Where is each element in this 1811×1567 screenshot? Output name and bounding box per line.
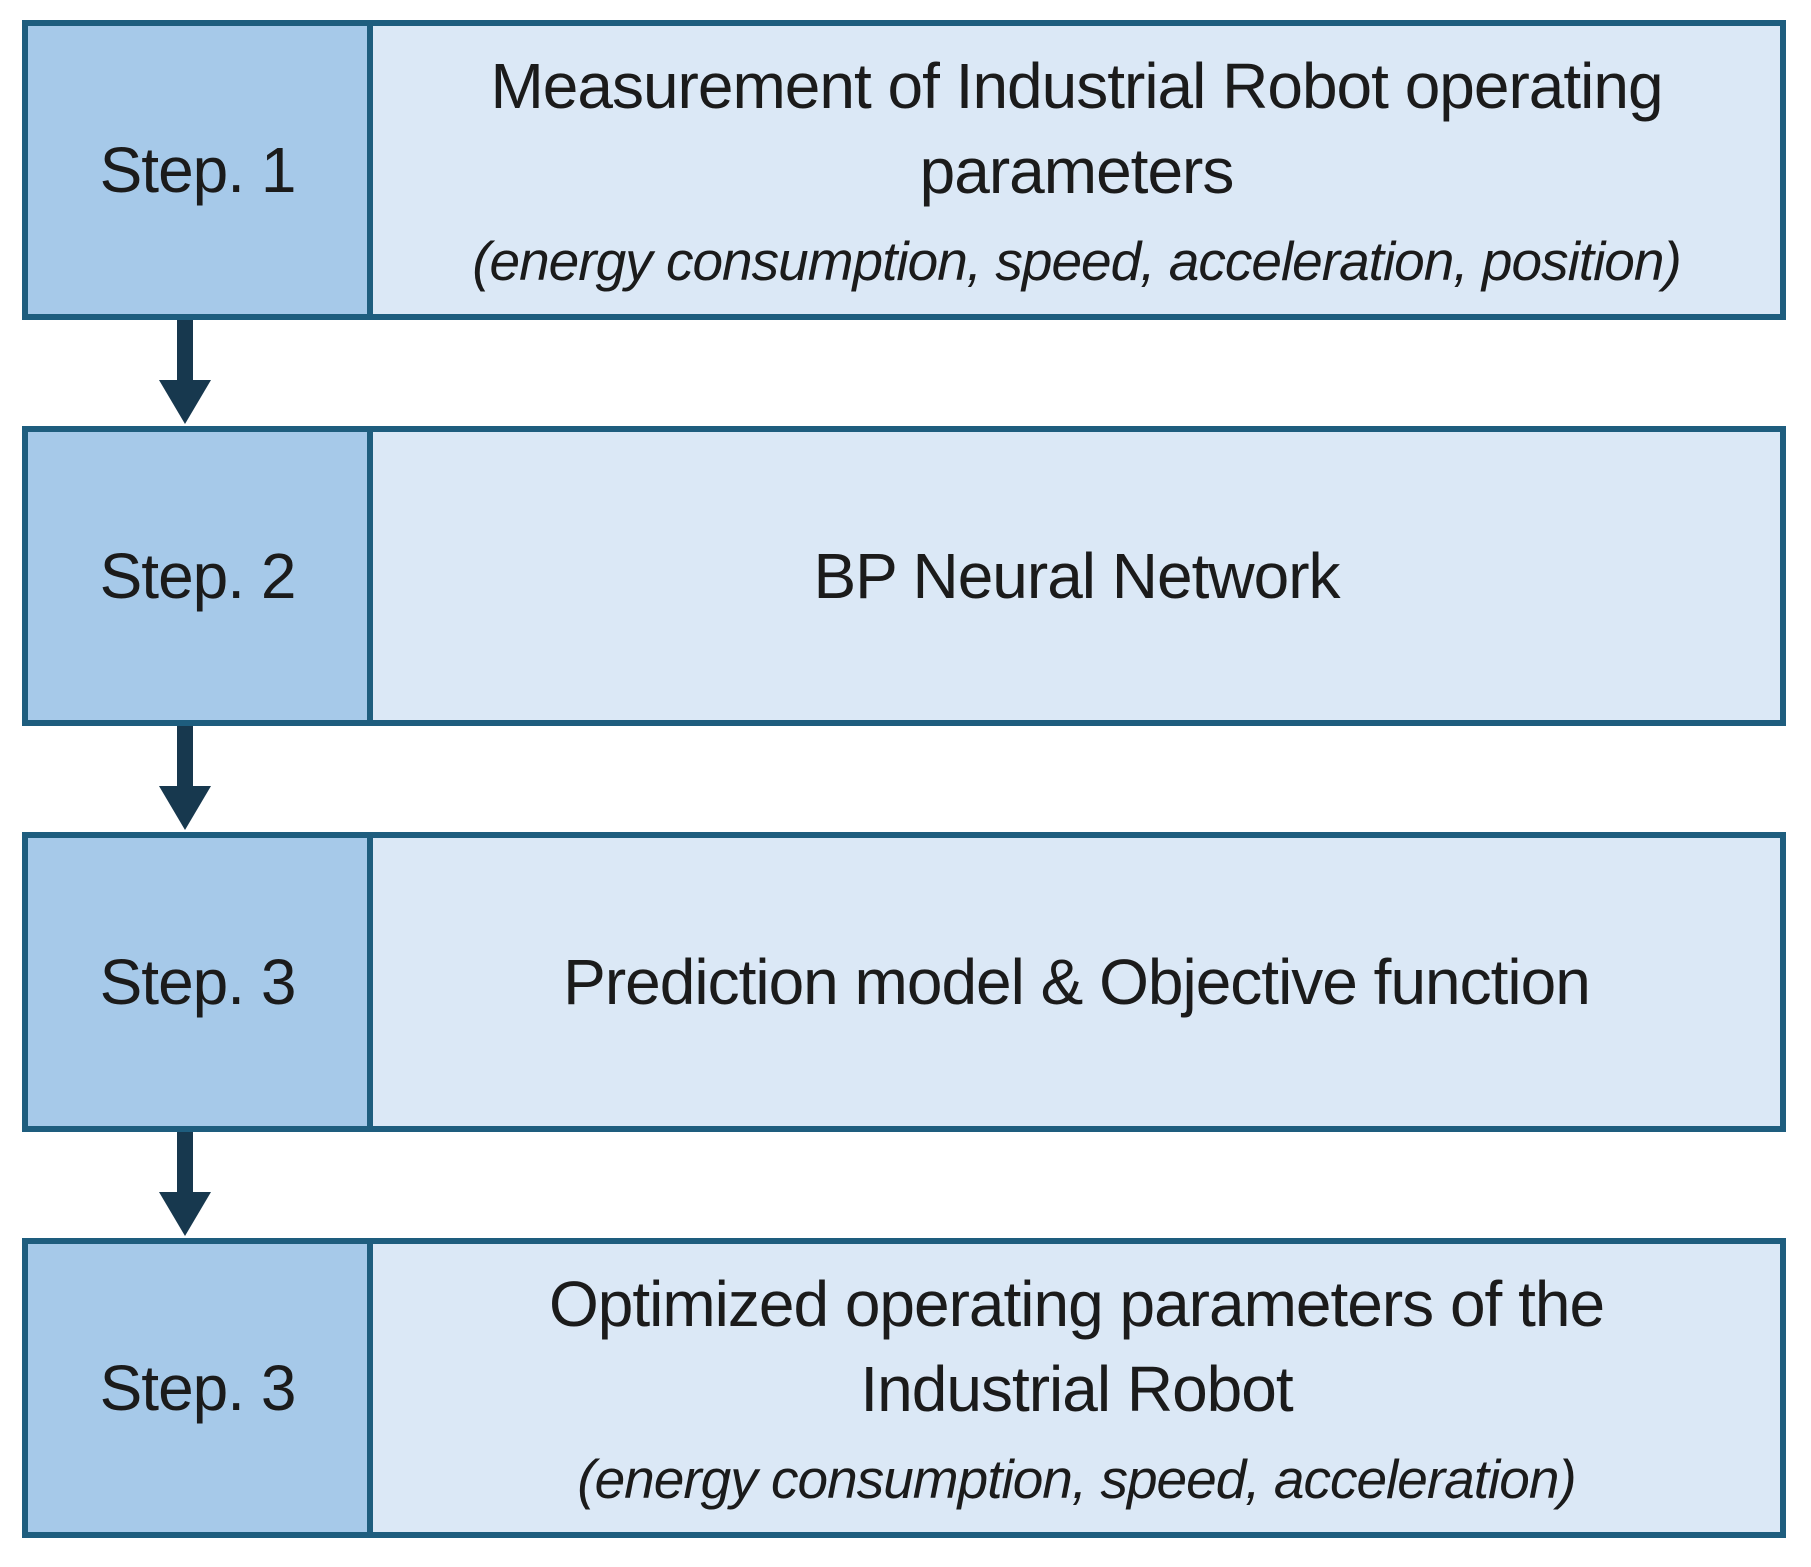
step-row-1: Step. 1 Measurement of Industrial Robot … xyxy=(22,20,1786,320)
step-content-cell-4: Optimized operating parameters of the In… xyxy=(373,1244,1780,1532)
step-title: Prediction model & Objective function xyxy=(563,945,1591,1018)
step-content-cell-2: BP Neural Network xyxy=(373,432,1780,720)
step-content-cell-1: Measurement of Industrial Robot operatin… xyxy=(373,26,1780,314)
arrow-shaft xyxy=(177,320,193,382)
arrow-gap-2 xyxy=(22,726,1786,832)
step-label-cell-2: Step. 2 xyxy=(28,432,373,720)
step-title: Measurement of Industrial Robot operatin… xyxy=(490,50,1663,207)
step-title: BP Neural Network xyxy=(813,539,1340,612)
step-label: Step. 3 xyxy=(99,946,297,1018)
step-title: Optimized operating parameters of the In… xyxy=(548,1268,1605,1425)
step-label: Step. 1 xyxy=(99,134,297,206)
step-label: Step. 2 xyxy=(99,540,297,612)
step-row-4: Step. 3 Optimized operating parameters o… xyxy=(22,1238,1786,1538)
arrow-gap-3 xyxy=(22,1132,1786,1238)
step-subtitle: (energy consumption, speed, acceleration… xyxy=(577,1448,1576,1511)
arrow-shaft xyxy=(177,1132,193,1194)
step-row-3: Step. 3 Prediction model & Objective fun… xyxy=(22,832,1786,1132)
step-label-cell-1: Step. 1 xyxy=(28,26,373,314)
arrow-head xyxy=(159,786,211,830)
step-label: Step. 3 xyxy=(99,1352,297,1424)
step-label-cell-3: Step. 3 xyxy=(28,838,373,1126)
step-content-cell-3: Prediction model & Objective function xyxy=(373,838,1780,1126)
arrow-shaft xyxy=(177,726,193,788)
arrow-gap-1 xyxy=(22,320,1786,426)
arrow-head xyxy=(159,380,211,424)
step-row-2: Step. 2 BP Neural Network xyxy=(22,426,1786,726)
flowchart: Step. 1 Measurement of Industrial Robot … xyxy=(22,20,1786,1538)
step-label-cell-4: Step. 3 xyxy=(28,1244,373,1532)
step-subtitle: (energy consumption, speed, acceleration… xyxy=(472,230,1682,293)
arrow-head xyxy=(159,1192,211,1236)
